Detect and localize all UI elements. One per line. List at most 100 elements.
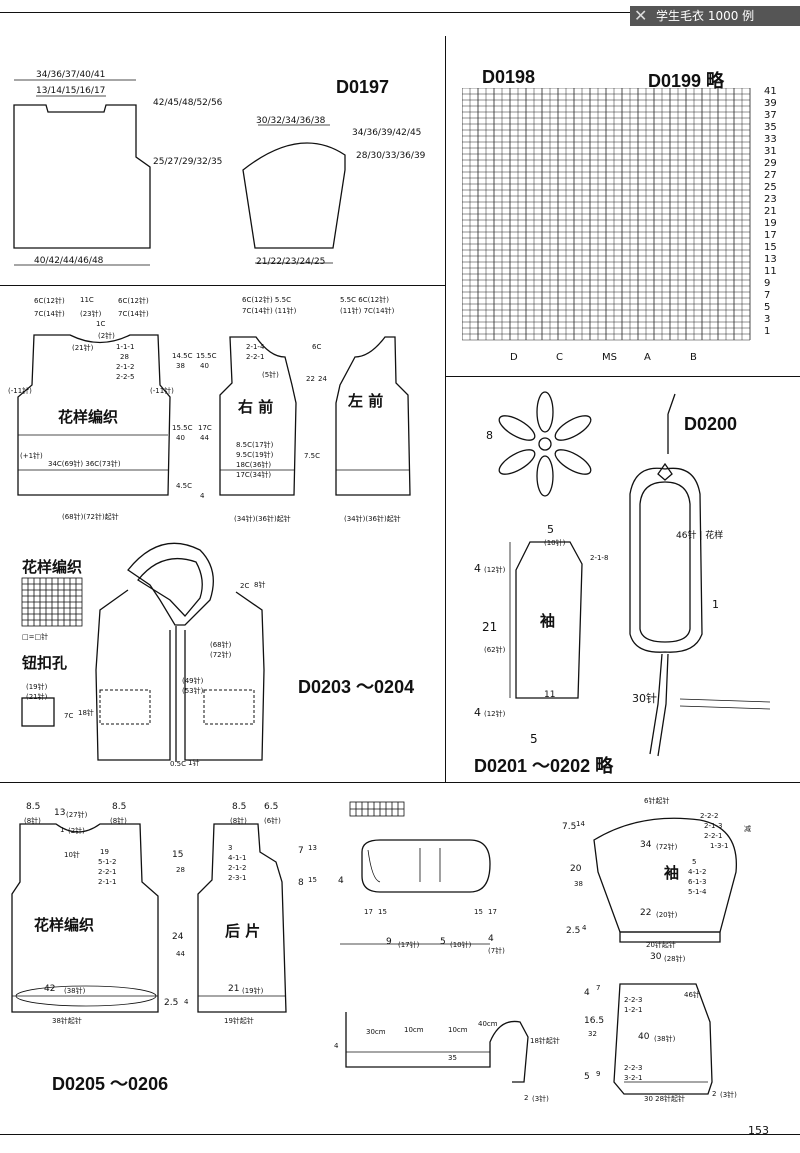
d0205-p-h3b: 9: [596, 1070, 601, 1078]
d0205-side1b: 28: [176, 866, 185, 874]
d0205-side3: 2.5: [164, 998, 179, 1008]
d0203-b-top-m2: (23针): [80, 310, 102, 318]
row-label: 35: [764, 122, 777, 133]
d0205-b-st-r: (6针): [264, 817, 281, 825]
d0203-hood-bottom: 0.5C: [170, 760, 187, 768]
d0201-label: 袖: [540, 612, 556, 630]
d0205-p-h3: 5: [584, 1072, 590, 1082]
d0203-hood-c: (49针): [182, 677, 204, 685]
d0203-bottom-st: (68针)(72针)起针: [62, 513, 119, 521]
d0205-dec-3: 2-1-1: [98, 878, 117, 886]
d0201-top: 5: [547, 523, 554, 536]
d0203-pat-title: 花样编织: [22, 558, 83, 576]
d0203-side-a2: 38: [176, 362, 185, 370]
marker-label: MS: [602, 352, 617, 363]
d0205-s-w2: 22: [640, 908, 652, 918]
d0200-code: D0200: [684, 414, 738, 434]
d0205-tail-c: 18针起针: [530, 1037, 560, 1045]
d0203-btn-h2: 18针: [78, 709, 94, 717]
d0205-s-dec-0: 2-2-2: [700, 812, 719, 820]
d0205-b-dec-3: 2-3-1: [228, 874, 247, 882]
marker-label: B: [690, 352, 697, 363]
d0205-side2b: 44: [176, 950, 185, 958]
d0205-tail-m: 10cm: [448, 1026, 468, 1034]
d0205-s-h1: 7.5: [562, 822, 577, 832]
d0205-s-h2b: 38: [574, 880, 583, 888]
d0205-b-top-l: 8.5: [232, 802, 247, 812]
d0201-bottom-mid: 11: [544, 690, 556, 700]
d0203-side-e: 4.5C: [176, 482, 193, 490]
d0205-b-cast: 19针起针: [224, 1017, 254, 1025]
d0205-bottom-st: (38针): [64, 987, 86, 995]
d0205-s-rows-1: 4-1-2: [688, 868, 707, 876]
d0201-sleeve: [509, 541, 583, 699]
d0203-left-label: 左 前: [348, 392, 384, 410]
row-label: 11: [764, 266, 777, 277]
d0205-dec-1: 5-1-2: [98, 858, 117, 866]
row-label: 25: [764, 182, 777, 193]
d0203-rf-w4: 17C(34针): [236, 471, 272, 479]
d0203-body-label: 花样编织: [58, 408, 119, 426]
d0203-shapes: [17, 334, 411, 496]
d0205-st-l: (8针): [24, 817, 41, 825]
d0203-btn-st2: (21针): [26, 693, 48, 701]
vertical-divider: [445, 36, 446, 782]
d0200-flower-h: 8: [486, 429, 493, 442]
d0197-sleeve-top: 30/32/34/36/38: [256, 116, 326, 126]
d0201-h2: 21: [482, 620, 498, 634]
d0205-cord-w1: 9: [386, 937, 392, 947]
d0205-cord-h: 4: [338, 876, 344, 886]
row-label: 1: [764, 326, 771, 337]
d0201-h3: 4: [474, 706, 481, 719]
d0199-code: D0199 略: [648, 71, 725, 91]
d0205-st-r: (8针): [110, 817, 127, 825]
d0201-bottom: 5: [530, 732, 538, 746]
d0205-cord-dims-2: 15: [474, 908, 483, 916]
d0205-back-label: 后 片: [225, 922, 261, 940]
d0203-mid-b: 22: [306, 375, 315, 383]
d0205-p-top: 30: [650, 952, 662, 962]
row-label: 15: [764, 242, 777, 253]
d0205-cord-w2b: (10针): [450, 941, 472, 949]
row-label: 23: [764, 194, 777, 205]
d0203-btn-st: (19针): [26, 683, 48, 691]
row-label: 39: [764, 98, 777, 109]
d0205-b-h1: 7: [298, 846, 304, 856]
divider-bottom: [0, 782, 800, 783]
d0203-rf-b: (34针)(36针)起针: [234, 515, 291, 523]
d0205-p-h2b: 32: [588, 1030, 597, 1038]
d0197-neck: 13/14/15/16/17: [36, 86, 106, 96]
d0205-code: D0205 ～0206: [52, 1074, 169, 1094]
d0205-dec-2: 2-2-1: [98, 868, 117, 876]
d0203-side-b2: 40: [200, 362, 209, 370]
d0197-shapes: [13, 79, 346, 266]
header-title: 学生毛衣 1000 例: [656, 9, 755, 23]
d0205-p-h2: 16.5: [584, 1016, 605, 1026]
d0205-p-mid: 40: [638, 1032, 650, 1042]
d0197-top-width: 34/36/37/40/41: [36, 70, 106, 80]
d0205-side2: 24: [172, 932, 184, 942]
d0205-cord-w3b: (7针): [488, 947, 505, 955]
d0197-side: 25/27/29/32/35: [153, 157, 223, 167]
d0205-neck2: (2针): [68, 827, 85, 835]
d0203-lf-bottom: (34针)(36针)起针: [344, 515, 401, 523]
d0203-lf-top2: (11针) 7C(14针): [340, 307, 395, 315]
d0203-rf-st: (5针): [262, 371, 279, 379]
d0203-b-top-r2: 7C(14针): [118, 310, 149, 318]
d0205-side1: 15: [172, 850, 184, 860]
divider-right-1: [445, 376, 800, 377]
d0201-dec: 2-1-8: [590, 554, 609, 562]
d0203-lf-top: 5.5C 6C(12针): [340, 296, 389, 304]
d0205-s-h2: 20: [570, 864, 582, 874]
d0203-dec-0: 1-1-1: [116, 343, 135, 351]
d0203-rf-dec-0: 2-1-4: [246, 343, 265, 351]
d0205-tail-d: 2: [524, 1094, 529, 1102]
row-label: 33: [764, 134, 777, 145]
marker-label: D: [510, 352, 518, 363]
d0205-s-dec-3: 1-3-1: [710, 842, 729, 850]
d0205-p-st: 46针: [684, 991, 700, 999]
d0197-sleeve-cap: 34/36/39/42/45: [352, 128, 422, 138]
flower-icon: [498, 391, 592, 497]
d0205-p-h1b: 7: [596, 984, 601, 992]
d0200-one: 1: [712, 598, 719, 611]
